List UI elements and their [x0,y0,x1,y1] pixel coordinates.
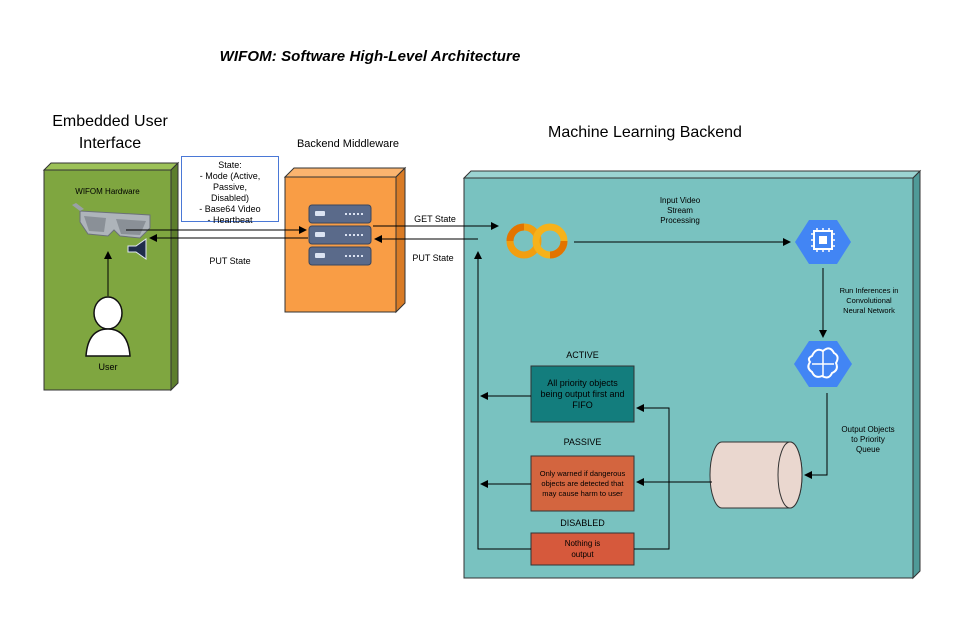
passive-text-line: may cause harm to user [542,488,623,498]
state-note-line: - Heartbeat [207,215,253,225]
input-video-line: Processing [660,216,700,225]
state-note-line: Disabled) [210,193,250,203]
compute-engine-icon [795,220,851,264]
disabled-text-line: output [571,550,594,559]
vr-glasses-icon [72,203,151,239]
embedded-ui-title-line2: Interface [78,135,142,152]
edge-output-objects [804,393,828,479]
run-inferences-line: Run Inferences in [839,286,899,295]
edge-mode-cycle [634,404,670,550]
input-video-line: Stream [667,206,693,215]
middleware-title: Backend Middleware [296,138,400,150]
priority-queue-cylinder-icon [709,441,803,509]
run-inferences-label: Run Inferences in Convolutional Neural N… [828,286,910,316]
state-note-line: - Mode (Active, Passive, [199,171,261,192]
passive-text-line: objects are detected that [541,478,624,488]
input-video-label: Input Video Stream Processing [640,196,720,226]
disabled-label: DISABLED [560,518,605,528]
active-box [530,365,635,423]
active-label: ACTIVE [566,350,599,360]
edge-feedback-vertical [474,251,531,550]
active-text: All priority objects being output first … [531,366,634,422]
embedded-ui-title: Embedded User Interface [30,111,190,155]
passive-text-line: Only warned if dangerous [539,468,626,478]
ml-engine-icon [794,341,852,387]
state-note-line: State: [218,160,242,170]
disabled-text: Nothing is output [531,533,634,565]
put-state-left-label: PUT State [209,256,251,266]
server-stack-icon [308,204,372,266]
state-note: State: - Mode (Active, Passive, Disabled… [181,156,279,225]
input-video-line: Input Video [659,196,701,205]
put-state-right-label: PUT State [412,253,454,263]
state-note-line: - Base64 Video [199,204,261,214]
output-objects-line: to Priority [851,435,885,444]
disabled-box [530,532,635,566]
colab-loop-icon [506,223,568,259]
passive-text: Only warned if dangerous objects are det… [531,456,634,511]
speaker-icon [127,238,147,260]
hardware-label: WIFOM Hardware [75,187,140,196]
active-text-line: being output first and [540,388,625,399]
output-objects-label: Output Objects to Priority Queue [830,425,906,455]
disabled-text-line: Nothing is [564,539,601,548]
embedded-ui-title-line1: Embedded User [52,113,168,130]
user-label: User [98,362,118,372]
run-inferences-line: Neural Network [843,306,895,315]
active-text-line: All priority objects [547,377,618,388]
passive-label: PASSIVE [563,437,602,447]
output-objects-line: Output Objects [841,425,895,434]
get-state-label: GET State [414,214,456,224]
output-objects-line: Queue [855,445,881,454]
ml-backend-title: Machine Learning Backend [548,124,742,141]
diagram-title: WIFOM: Software High-Level Architecture [219,48,521,65]
run-inferences-line: Convolutional [846,296,892,305]
active-text-line: FIFO [572,399,593,410]
user-icon [85,296,131,357]
